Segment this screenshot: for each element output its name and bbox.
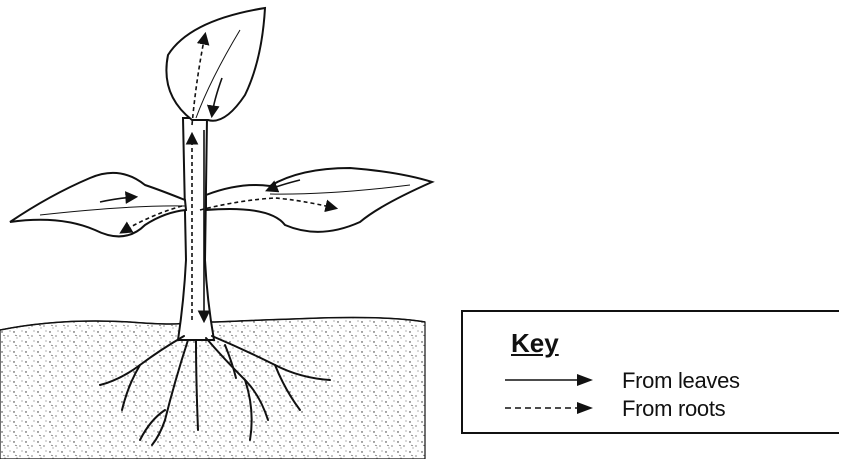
key-box: Key From leaves From roots	[461, 310, 839, 434]
key-entry-leaves: From leaves	[505, 368, 825, 394]
top-leaf	[166, 8, 265, 121]
left-leaf	[10, 173, 186, 237]
key-entry-roots: From roots	[505, 396, 825, 422]
solid-arrow-icon	[505, 370, 595, 390]
right-leaf	[206, 168, 432, 232]
dashed-arrow-icon	[505, 398, 595, 418]
key-title: Key	[511, 328, 559, 359]
key-label-roots: From roots	[622, 396, 725, 422]
stem	[178, 118, 214, 340]
key-label-leaves: From leaves	[622, 368, 740, 394]
